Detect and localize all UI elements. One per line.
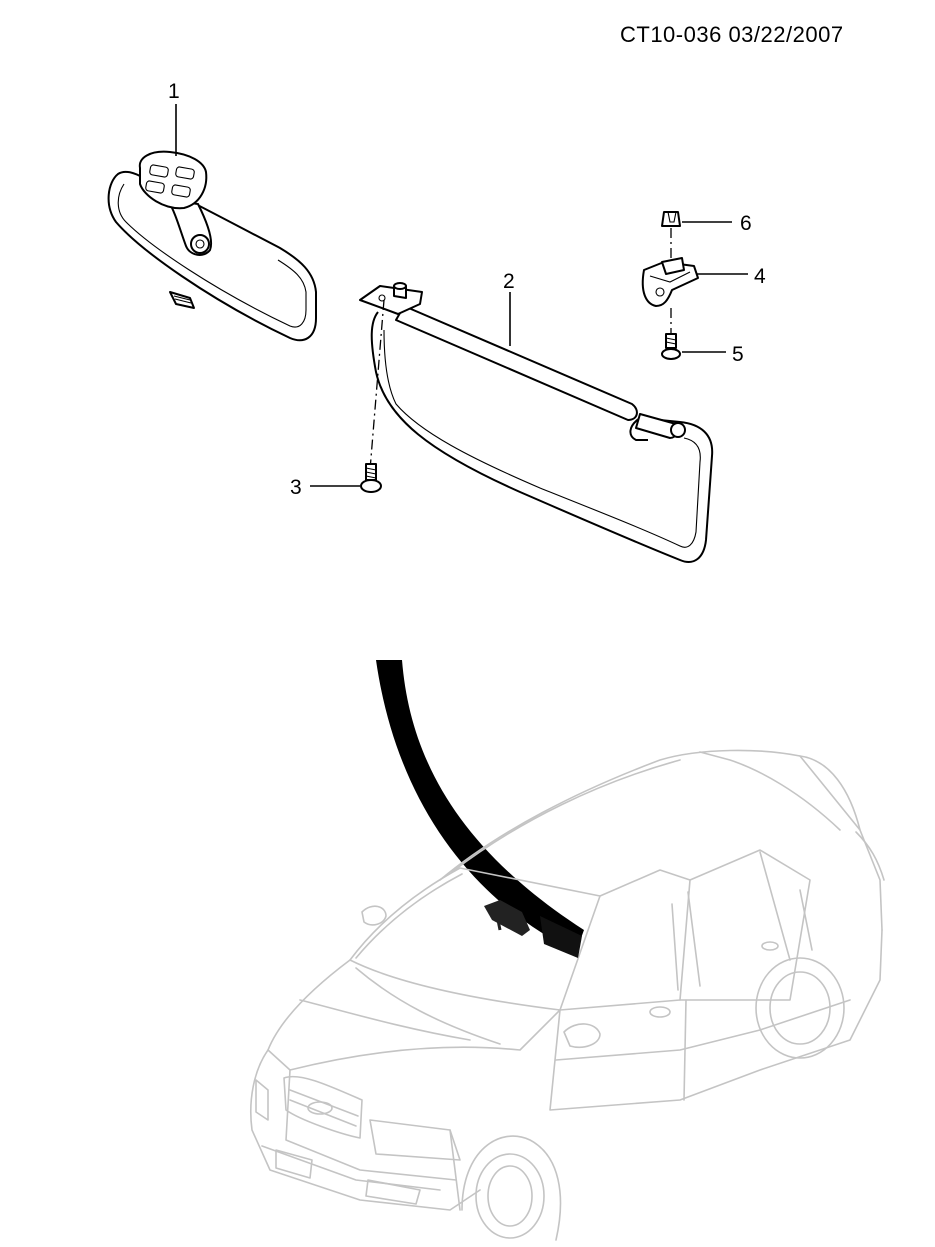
location-arrow bbox=[376, 660, 584, 952]
assembly-axis-3 bbox=[369, 299, 385, 471]
retainer-cap bbox=[661, 211, 681, 227]
vehicle-outline bbox=[249, 749, 885, 1241]
retainer-screw bbox=[661, 333, 681, 360]
callout-1: 1 bbox=[168, 80, 180, 103]
visor-retainer-clip bbox=[641, 257, 699, 307]
visor-mounting-screw bbox=[360, 463, 382, 493]
callout-6: 6 bbox=[740, 212, 752, 235]
callout-4: 4 bbox=[754, 265, 766, 288]
callout-5: 5 bbox=[732, 343, 744, 366]
diagram-reference-code: CT10-036 03/22/2007 bbox=[620, 22, 844, 47]
sun-visor bbox=[359, 282, 714, 563]
callout-2: 2 bbox=[503, 270, 515, 293]
callout-3: 3 bbox=[290, 476, 302, 499]
rearview-mirror bbox=[107, 150, 317, 342]
